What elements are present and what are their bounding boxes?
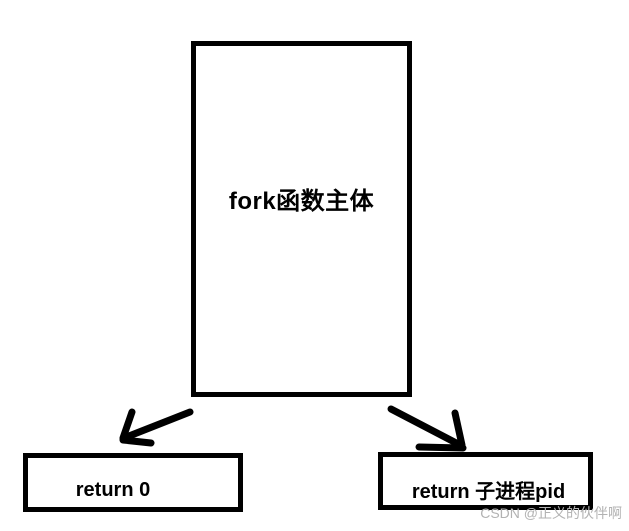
return-0-node: return 0: [23, 453, 243, 512]
return-child-pid-label: return 子进程pid: [411, 480, 566, 503]
arrow-down-left-icon: [119, 408, 194, 447]
return-child-pid-node: return 子进程pid: [378, 452, 593, 510]
fork-function-body-node: fork函数主体: [191, 41, 412, 397]
return-0-label: return 0: [75, 479, 151, 501]
fork-function-body-label: fork函数主体: [228, 187, 375, 215]
arrow-down-right-icon: [387, 405, 467, 452]
csdn-watermark: CSDN @正义的伙伴啊: [480, 505, 622, 521]
